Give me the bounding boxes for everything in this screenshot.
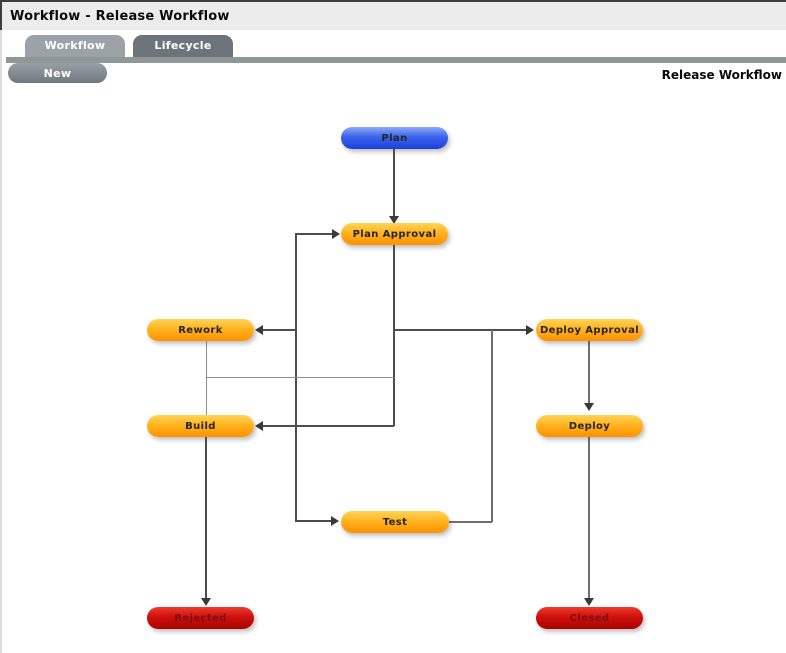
edge-line <box>588 437 590 600</box>
edge-line <box>449 521 492 523</box>
arrowhead-right-icon <box>331 516 339 526</box>
workflow-node-deploy-approval[interactable]: Deploy Approval <box>536 319 643 341</box>
arrowhead-down-icon <box>584 403 594 411</box>
edge-line <box>296 520 332 522</box>
left-edge-divider <box>0 30 2 653</box>
arrowhead-down-icon <box>584 598 594 606</box>
window-titlebar: Workflow - Release Workflow <box>0 0 786 30</box>
view-title: Release Workflow <box>661 68 782 82</box>
edge-line <box>393 149 395 217</box>
arrowhead-left-icon <box>255 421 263 431</box>
workflow-node-test[interactable]: Test <box>341 511 449 533</box>
page-title: Workflow - Release Workflow <box>10 8 230 24</box>
edge-line <box>261 425 394 427</box>
arrowhead-down-icon <box>201 598 211 606</box>
arrowhead-right-icon <box>332 229 340 239</box>
edge-line <box>393 245 395 426</box>
workflow-node-rejected[interactable]: Rejected <box>147 607 254 629</box>
arrowhead-right-icon <box>526 325 534 335</box>
workflow-node-closed[interactable]: Closed <box>536 607 643 629</box>
toolbar-divider <box>6 57 786 63</box>
tab-lifecycle[interactable]: Lifecycle <box>133 35 233 58</box>
workflow-node-plan-approval[interactable]: Plan Approval <box>341 223 448 245</box>
new-button[interactable]: New <box>8 63 107 83</box>
edge-line <box>394 329 527 331</box>
edge-line <box>206 377 394 378</box>
edge-line <box>206 341 207 415</box>
tab-workflow[interactable]: Workflow <box>25 35 125 58</box>
edge-line <box>491 330 493 522</box>
edge-line <box>588 341 590 405</box>
edge-line <box>263 329 296 331</box>
arrowhead-down-icon <box>389 216 399 224</box>
arrowhead-left-icon <box>255 325 263 335</box>
edge-line <box>205 437 207 600</box>
workflow-node-deploy[interactable]: Deploy <box>536 415 643 437</box>
edge-line <box>296 233 333 235</box>
workflow-node-build[interactable]: Build <box>147 415 254 437</box>
workflow-node-plan[interactable]: Plan <box>341 127 448 149</box>
workflow-node-rework[interactable]: Rework <box>147 319 254 341</box>
